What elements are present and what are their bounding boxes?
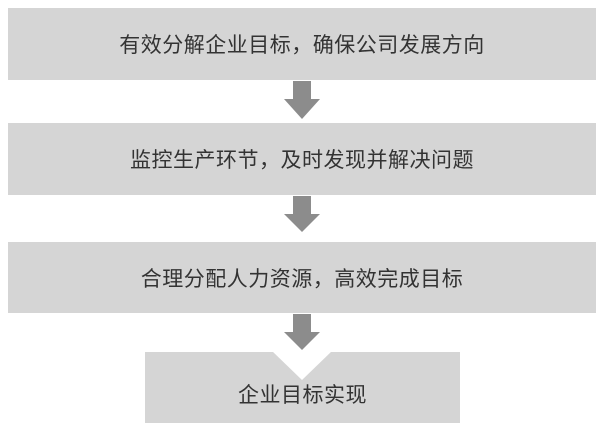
arrow-down-icon bbox=[284, 196, 320, 232]
arrow-down-icon bbox=[284, 81, 320, 119]
arrow-down-icon bbox=[284, 314, 320, 350]
step-box-3: 合理分配人力资源，高效完成目标 bbox=[8, 242, 596, 313]
step-box-1: 有效分解企业目标，确保公司发展方向 bbox=[8, 8, 596, 80]
step-box-2: 监控生产环节，及时发现并解决问题 bbox=[8, 123, 596, 195]
step-box-result: 企业目标实现 bbox=[145, 352, 460, 423]
step-label-2: 监控生产环节，及时发现并解决问题 bbox=[130, 148, 474, 172]
step-label-result: 企业目标实现 bbox=[238, 382, 367, 407]
step-label-1: 有效分解企业目标，确保公司发展方向 bbox=[119, 33, 485, 57]
step-label-3: 合理分配人力资源，高效完成目标 bbox=[140, 266, 464, 291]
notch-cutout bbox=[272, 351, 332, 380]
